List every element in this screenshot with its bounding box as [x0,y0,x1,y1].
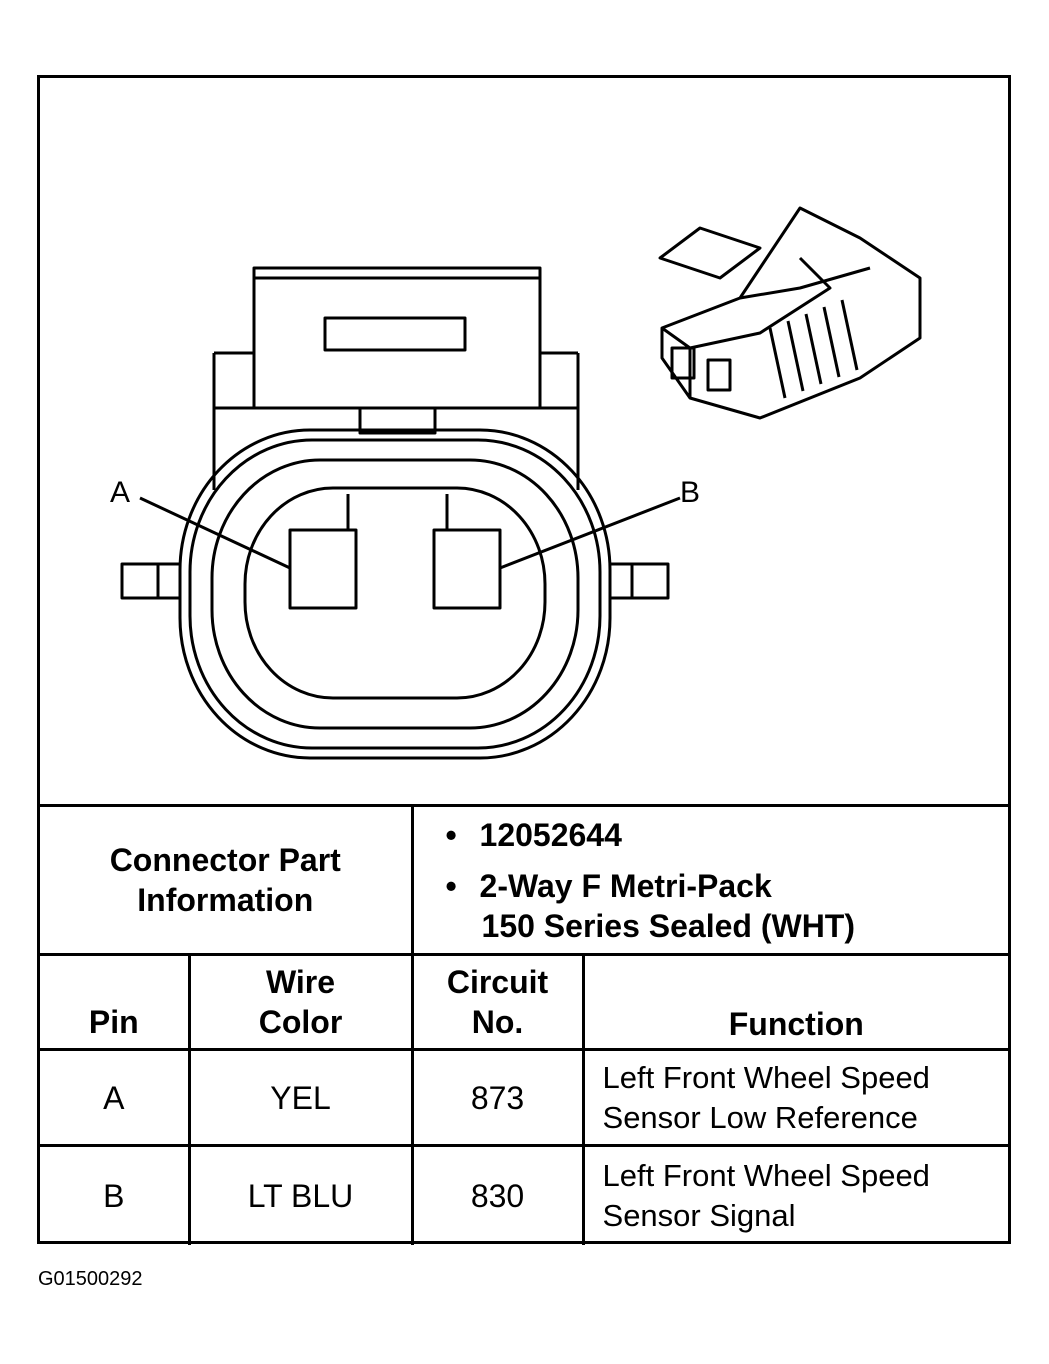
connector-face-view [120,206,922,760]
document-id: G01500292 [38,1268,143,1290]
pin-a-cavity [288,528,358,610]
connector-3d-view [658,206,922,420]
right-tab-box [630,562,670,600]
cell-wire-color: YEL [187,1048,414,1147]
connector-diagram: A B [40,78,1008,803]
connector-part-row: Connector Part Information • 12052644 • … [40,804,1009,956]
connector-info-table: Connector Part Information • 12052644 • … [40,804,1009,1245]
left-tab [156,562,180,600]
cell-pin: A [40,1048,191,1147]
pin-a-leader [139,496,291,570]
left-tab-box [120,562,160,600]
bullet-item: • 2-Way F Metri-Pack [445,867,772,904]
cell-pin: B [40,1144,191,1245]
inner-seal-ring [243,486,547,700]
left-shoulder [214,351,256,408]
header-function: Function [581,953,1009,1051]
pin-b-label: B [680,476,701,509]
middle-seal-ring [210,458,580,730]
cell-wire-color: LT BLU [187,1144,414,1245]
header-pin: Pin [40,953,191,1051]
latch-housing [252,266,542,410]
latch-window [323,316,467,352]
cell-function: Left Front Wheel Speed Sensor Signal [581,1144,1009,1245]
connector-part-bullets: • 12052644 • 2-Way F Metri-Pack 150 Seri… [410,804,1009,956]
right-shoulder [538,351,578,408]
bullet-item-continued: 150 Series Sealed (WHT) [481,907,855,944]
pin-b-cavity [432,528,502,610]
connector-part-label: Connector Part Information [40,804,414,956]
latch-base [214,406,578,435]
cell-function: Left Front Wheel Speed Sensor Low Refere… [581,1048,1009,1147]
cell-circuit: 873 [410,1048,585,1147]
outer-seal-ring-2 [188,438,602,750]
pin-b-leader [499,496,681,570]
table-row: A YEL 873 Left Front Wheel Speed Sensor … [40,1048,1009,1147]
bullet-item: • 12052644 [445,816,622,853]
diagram-frame: A B Connector Part Information • 1205264… [37,75,1011,1245]
header-circuit-no: Circuit No. [410,953,585,1051]
right-tab [610,562,634,600]
cell-circuit: 830 [410,1144,585,1245]
pin-a-label: A [110,476,131,509]
table-row: B LT BLU 830 Left Front Wheel Speed Sens… [40,1144,1009,1245]
outer-seal-ring [178,428,612,760]
header-wire-color: Wire Color [187,953,414,1051]
table-header-row: Pin Wire Color Circuit No. Function [40,953,1009,1051]
